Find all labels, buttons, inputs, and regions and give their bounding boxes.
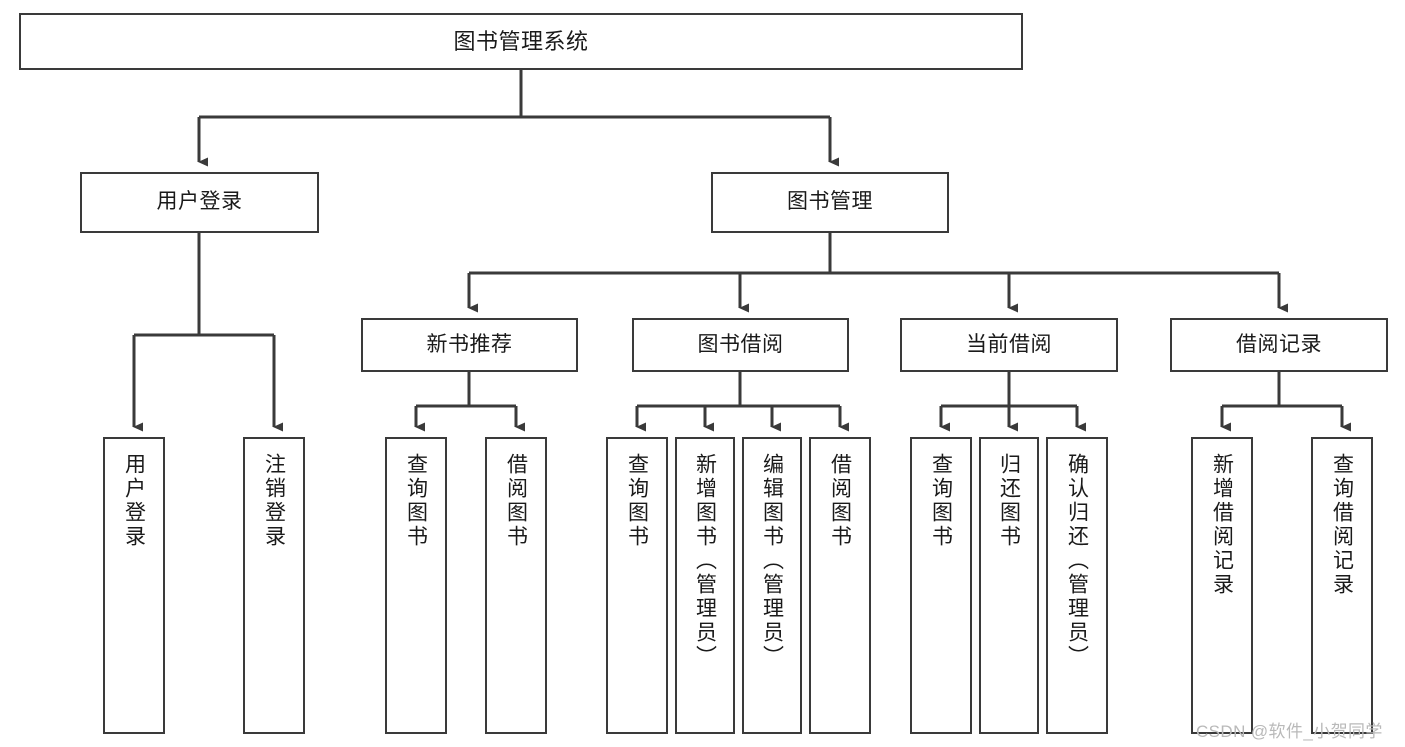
node-label: 图书借阅 [697,332,784,356]
leaf-borrow-book[interactable]: 借阅图书 [809,437,871,734]
node-borrow-record[interactable]: 借阅记录 [1170,318,1388,372]
node-label: 借阅图书 [504,453,528,549]
leaf-add-borrow-record[interactable]: 新增借阅记录 [1191,437,1253,734]
node-label: 查询借阅记录 [1330,453,1354,597]
leaf-add-book-admin[interactable]: 新增图书（管理员） [675,437,735,734]
leaf-edit-book-admin[interactable]: 编辑图书（管理员） [742,437,802,734]
node-label: 新书推荐 [426,332,513,356]
node-label: 图书管理系统 [453,28,589,54]
node-new-book-recommend[interactable]: 新书推荐 [361,318,578,372]
node-label: 注销登录 [262,453,286,549]
leaf-query-borrow-record[interactable]: 查询借阅记录 [1311,437,1373,734]
leaf-query-book-current[interactable]: 查询图书 [910,437,972,734]
leaf-user-login[interactable]: 用户登录 [103,437,165,734]
node-label: 用户登录 [156,190,243,214]
node-label: 借阅图书 [828,453,852,549]
leaf-confirm-return-admin[interactable]: 确认归还（管理员） [1046,437,1108,734]
node-label: 借阅记录 [1236,332,1322,356]
node-label: 图书管理 [787,190,873,214]
node-current-borrow[interactable]: 当前借阅 [900,318,1118,372]
leaf-borrow-book-new[interactable]: 借阅图书 [485,437,547,734]
leaf-query-book-borrow[interactable]: 查询图书 [606,437,668,734]
csdn-watermark: CSDN @软件_小贺同学 [1196,722,1383,741]
node-user-login[interactable]: 用户登录 [80,172,319,233]
node-label: 查询图书 [404,453,428,549]
node-label: 归还图书 [997,453,1021,549]
node-label: 查询图书 [625,453,649,549]
leaf-return-book[interactable]: 归还图书 [979,437,1039,734]
node-label: 编辑图书（管理员） [760,453,784,669]
node-book-borrow[interactable]: 图书借阅 [632,318,849,372]
node-label: 新增图书（管理员） [693,453,717,669]
leaf-query-book-new[interactable]: 查询图书 [385,437,447,734]
node-book-manage[interactable]: 图书管理 [711,172,949,233]
node-root-system[interactable]: 图书管理系统 [19,13,1023,70]
node-label: 确认归还（管理员） [1065,453,1089,669]
node-label: 用户登录 [122,453,146,549]
node-label: 查询图书 [929,453,953,549]
node-label: 当前借阅 [966,332,1052,356]
node-label: 新增借阅记录 [1210,453,1234,597]
leaf-user-logout[interactable]: 注销登录 [243,437,305,734]
